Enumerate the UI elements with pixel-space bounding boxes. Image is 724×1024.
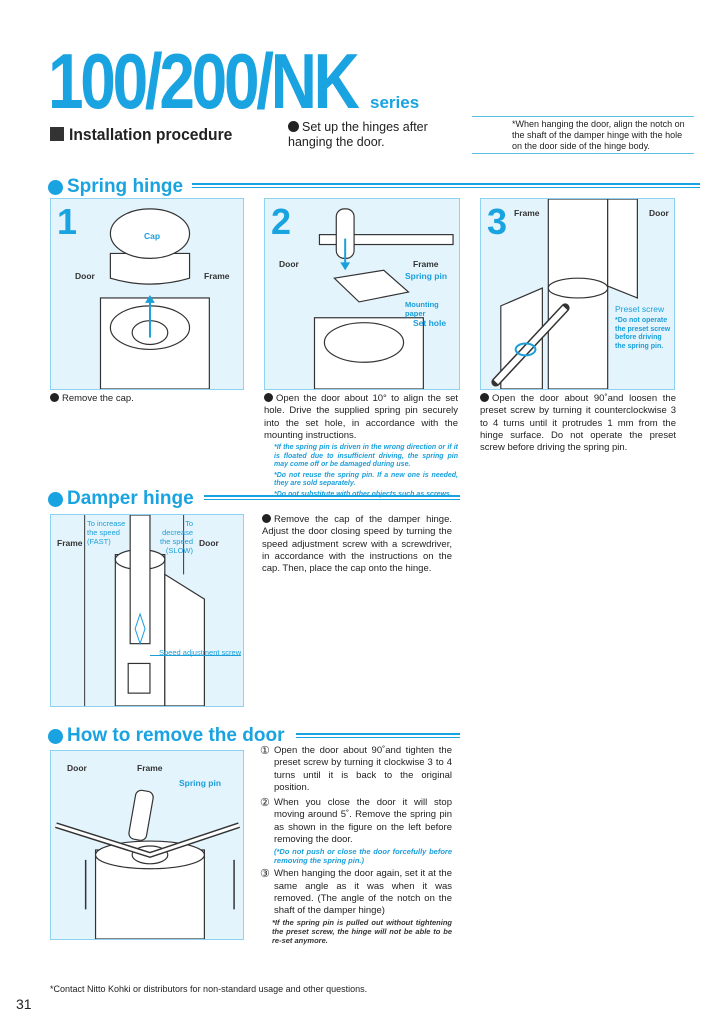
step-number: ① [260, 745, 270, 757]
hanging-note: *When hanging the door, align the notch … [512, 119, 685, 151]
bullet-icon [48, 728, 63, 744]
setup-note: Set up the hinges after hanging the door… [288, 120, 458, 150]
setup-text: Set up the hinges after hanging the door… [288, 120, 428, 149]
step3-caption: Open the door about 90˚and loosen the pr… [480, 393, 676, 454]
divider [472, 153, 694, 154]
step3-illustration: 3 Frame Door Preset screw *Do not operat… [480, 198, 675, 390]
label-frame: Frame [413, 259, 439, 269]
label-spring-pin: Spring pin [179, 778, 222, 788]
warning-text: *If the spring pin is driven in the wron… [274, 444, 458, 469]
step-number: ③ [260, 868, 270, 881]
series-label: series [370, 93, 420, 112]
section-rule [204, 495, 460, 500]
step2-caption: Open the door about 10° to align the set… [264, 393, 458, 499]
step1-illustration: 1 Cap Door Frame [50, 198, 244, 390]
section-rule [296, 733, 460, 738]
step1-caption: Remove the cap. [50, 393, 240, 405]
label-frame: Frame [57, 538, 83, 548]
procedure-heading: Installation procedure [69, 125, 233, 144]
bullet-icon [48, 179, 63, 195]
damper-illustration: Frame Door To increase the speed (FAST) … [50, 514, 244, 707]
caption-text: Open the door about 10° to align the set… [264, 393, 458, 441]
label-door: Door [649, 208, 669, 218]
section-title: Damper hinge [67, 488, 194, 509]
step-text: When hanging the door again, set it at t… [274, 868, 452, 917]
page-number: 31 [16, 996, 32, 1012]
warning-text: *Do not reuse the spring pin. If a new o… [274, 471, 458, 488]
bullet-icon [262, 514, 271, 523]
reset-note: *If the spring pin is pulled out without… [272, 917, 452, 945]
label-increase-speed: To increase the speed (FAST) [87, 519, 126, 546]
label-door: Door [67, 763, 87, 773]
section-title: Spring hinge [67, 176, 184, 197]
label-preset-screw: Preset screw [615, 304, 665, 314]
label-speed-screw: Speed adjustment screw [159, 648, 242, 657]
label-set-hole: Set hole [413, 318, 447, 328]
remove-step: ① Open the door about 90˚and tighten the … [260, 745, 452, 794]
remove-door-illustration: Door Frame Spring pin [50, 750, 244, 940]
step-text: Open the door about 90˚and tighten the p… [274, 745, 452, 793]
bullet-icon [48, 491, 63, 507]
warning-text: (*Do not push or close the door forceful… [274, 847, 452, 865]
damper-caption: Remove the cap of the damper hinge. Adju… [262, 514, 452, 575]
section-rule [192, 183, 700, 188]
bullet-icon [50, 393, 59, 402]
step-number: ② [260, 797, 270, 810]
label-cap: Cap [144, 231, 161, 241]
caption-text: Open the door about 90˚and loosen the pr… [480, 393, 676, 454]
label-door: Door [199, 538, 219, 548]
label-preset-note: *Do not operate the preset screw before … [615, 317, 671, 350]
label-mounting-paper: Mounting paper [405, 300, 439, 318]
step-text: When you close the door it will stop mov… [274, 797, 452, 846]
section-damper-hinge: Damper hinge [48, 488, 194, 510]
divider [472, 116, 694, 117]
label-spring-pin: Spring pin [405, 271, 448, 281]
page-title: 100/200/NK [48, 37, 360, 125]
section-remove-door: How to remove the door [48, 725, 284, 747]
remove-steps: ① Open the door about 90˚and tighten the … [260, 745, 452, 945]
remove-step: ③ When hanging the door again, set it at … [260, 868, 452, 917]
remove-step: ② When you close the door it will stop mo… [260, 797, 452, 865]
section-title: How to remove the door [67, 725, 285, 746]
section-spring-hinge: Spring hinge [48, 176, 183, 198]
bullet-icon [264, 393, 273, 402]
label-frame: Frame [137, 763, 163, 773]
caption-text: Remove the cap. [62, 393, 134, 404]
label-door: Door [75, 271, 95, 281]
step2-illustration: 2 Door Frame Spring pin Mounting paper S… [264, 198, 460, 390]
label-frame: Frame [514, 208, 540, 218]
square-marker [50, 127, 64, 141]
footer-note: *Contact Nitto Kohki or distributors for… [50, 984, 368, 994]
label-decrease-speed: To decrease the speed (SLOW) [160, 519, 193, 555]
step-number: 2 [271, 201, 292, 242]
bullet-icon [480, 393, 489, 402]
label-frame: Frame [204, 271, 230, 281]
bullet-icon [288, 121, 299, 132]
label-door: Door [279, 259, 299, 269]
step-number: 1 [57, 201, 78, 242]
step-number: 3 [487, 201, 508, 242]
warning-text: *Do not substitute with other objects su… [274, 490, 452, 498]
caption-text: Remove the cap of the damper hinge. Adju… [262, 514, 452, 575]
